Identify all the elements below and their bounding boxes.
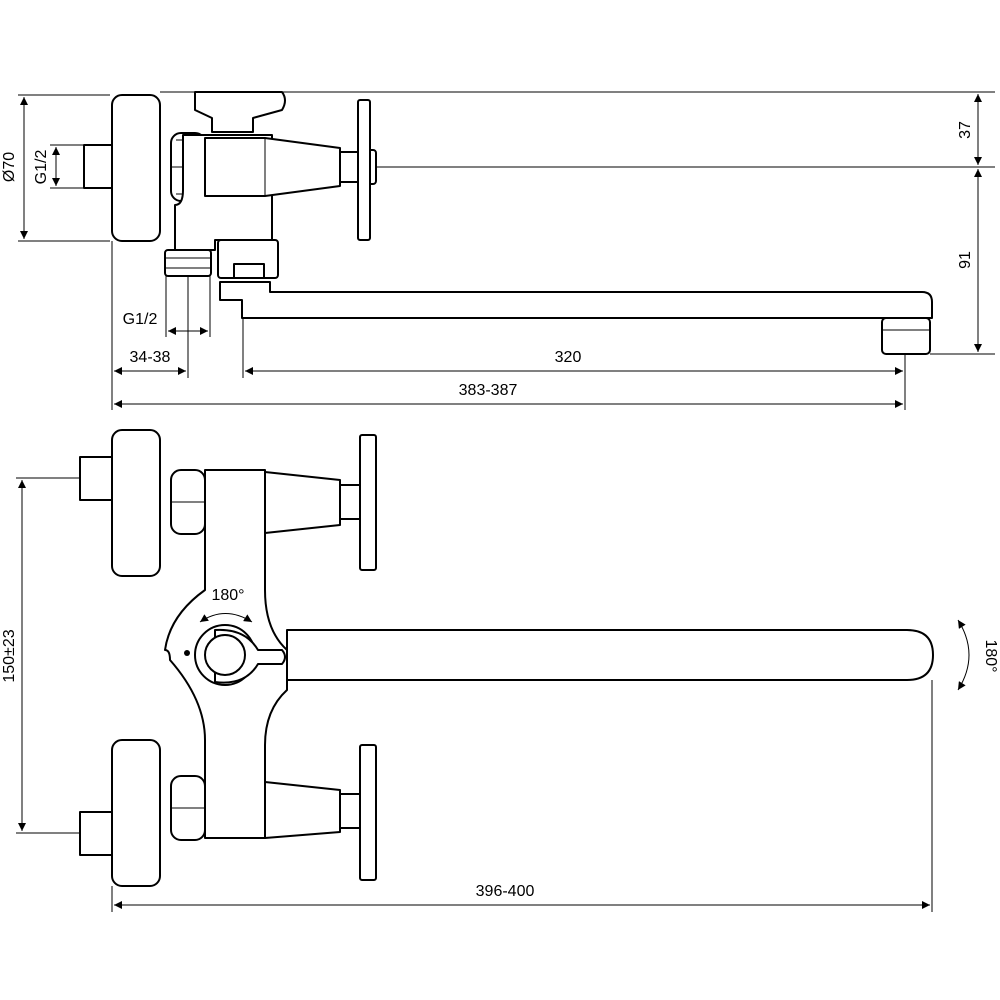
wall-flange-lower [111, 739, 161, 887]
rotation-arrow-handle [199, 613, 253, 623]
dim-centre-distance: 150±23 [1, 629, 18, 682]
front-view-dimensions: 150±23 396-400 [1, 477, 933, 912]
dim-outlet-thread: G1/2 [123, 311, 158, 328]
valve-housing-lower [264, 781, 341, 839]
rotation-arrow-spout [957, 619, 970, 691]
wall-flange-side [111, 94, 161, 242]
dim-offset-width: 34-38 [130, 349, 171, 366]
inlet-pipe-upper [79, 456, 113, 501]
dim-inlet-thread: G1/2 [33, 150, 50, 185]
dim-height-spout: 91 [957, 251, 974, 269]
wall-flange-upper [111, 429, 161, 577]
side-view [83, 91, 933, 355]
spout-side [219, 281, 933, 319]
diverter-lever-side [194, 91, 286, 133]
valve-housing-side [204, 137, 341, 197]
outlet-nut-side [164, 249, 212, 277]
dim-spout-length: 320 [555, 349, 582, 366]
aerator-side [881, 317, 931, 355]
dim-flange-diameter: Ø70 [1, 152, 18, 182]
dim-overall-top: 383-387 [459, 382, 518, 399]
inlet-pipe-lower [79, 811, 113, 856]
side-view-dimensions: Ø70 G1/2 37 91 G1/2 34-38 320 383-387 [1, 91, 995, 410]
spout-front [286, 629, 934, 681]
valve-housing-upper [264, 471, 341, 534]
dim-rotation-handle: 180° [211, 587, 244, 604]
cross-handle-upper [359, 434, 377, 571]
dim-height-top: 37 [957, 121, 974, 139]
cross-handle-side [357, 99, 371, 241]
front-view: 180° 180° [79, 429, 999, 887]
cross-handle-lower [359, 744, 377, 881]
inlet-pipe-side [83, 144, 113, 189]
dim-rotation-spout: 180° [982, 639, 999, 672]
dim-overall-front: 396-400 [476, 883, 535, 900]
